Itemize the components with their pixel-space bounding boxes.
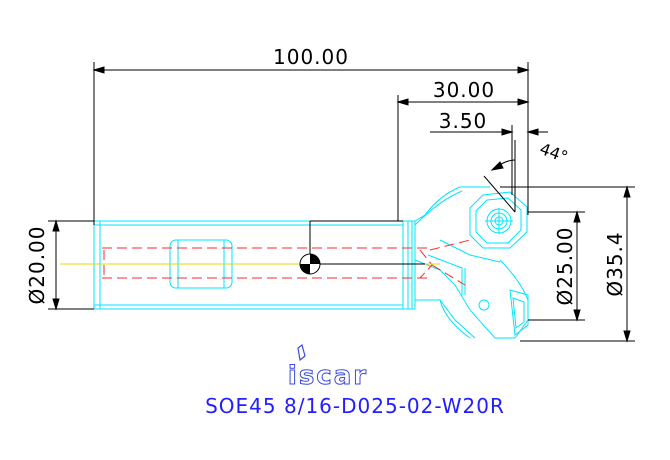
product-code: SOE45 8/16-D025-02-W20R [205, 394, 505, 418]
shank-outline [93, 220, 404, 310]
logo-wordmark: iscar [288, 361, 368, 391]
center-marker [299, 253, 321, 275]
hidden-lines [102, 239, 471, 286]
dim-cutting-diameter: Ø25.00 [553, 227, 577, 306]
dim-overall-length: 100.00 [273, 45, 349, 69]
dim-head-length: 30.00 [433, 78, 495, 102]
dim-max-diameter: Ø35.4 [603, 231, 627, 296]
dim-shank-diameter: Ø20.00 [25, 226, 49, 305]
tool-outline [93, 186, 529, 339]
dimension-lines [48, 62, 635, 343]
dim-insert-offset: 3.50 [439, 109, 488, 133]
iscar-logo: iscar [287, 343, 368, 392]
